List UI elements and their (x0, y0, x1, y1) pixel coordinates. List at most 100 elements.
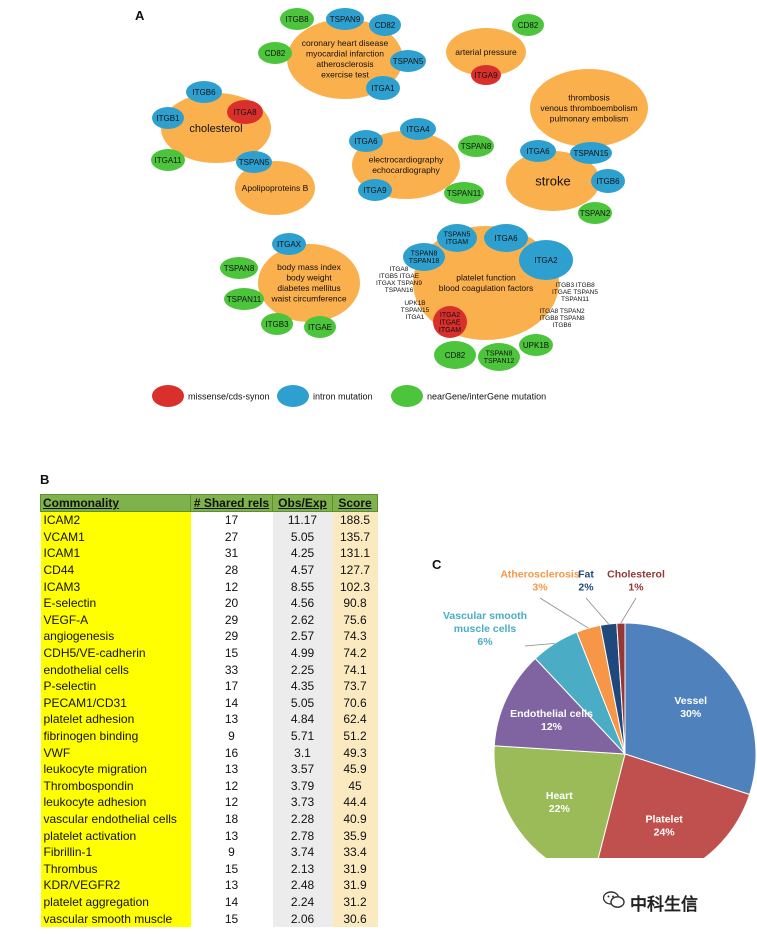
cell-commonality: KDR/VEGFR2 (40, 877, 191, 894)
cell-shared-rels: 29 (190, 628, 273, 645)
cell-score: 33.4 (332, 843, 378, 861)
cell-shared-rels: 14 (190, 893, 273, 911)
cell-score: 51.2 (332, 727, 378, 745)
cell-score: 75.6 (332, 611, 378, 629)
cell-commonality: fibrinogen binding (40, 727, 191, 745)
cell-obs-exp: 3.73 (272, 794, 333, 811)
gene-label: TSPAN8 (461, 142, 492, 151)
cell-commonality: platelet adhesion (40, 711, 191, 728)
gene-label: ITGB6 (596, 177, 620, 186)
category-pie-chart: Vessel30%Platelet24%Heart22%Endothelial … (443, 569, 757, 858)
tiny-gene-label: ITGB3 ITGB8 (555, 282, 595, 289)
cell-obs-exp: 2.57 (272, 628, 333, 645)
pie-category-label: Platelet (645, 814, 683, 826)
pie-category-label: Heart (546, 790, 573, 802)
disease-label: pulmonary embolism (550, 113, 628, 123)
gene-label: ITGA8 (233, 108, 257, 117)
cell-shared-rels: 27 (190, 528, 273, 546)
gene-node (304, 316, 336, 338)
cell-commonality: vascular smooth muscle (40, 910, 191, 927)
tiny-gene-label: ITGB5 ITGAE (379, 273, 420, 280)
gene-label: ITGB8 (285, 15, 309, 24)
cell-score: 127.7 (332, 561, 378, 579)
watermark-text: 中科生信 (630, 895, 698, 914)
gene-label: ITGB6 (192, 88, 216, 97)
tiny-gene-label: ITGA8 (390, 266, 409, 273)
disease-label: thrombosis (568, 92, 610, 102)
cell-shared-rels: 33 (190, 661, 273, 678)
cell-score: 74.1 (332, 661, 378, 678)
disease-label: myocardial infarction (306, 49, 384, 59)
panel-label-c: C (432, 557, 442, 572)
gene-label: ITGA9 (474, 71, 498, 80)
cell-commonality: Thrombospondin (40, 777, 191, 795)
pie-category-label: Vascular smooth (443, 610, 527, 622)
cell-obs-exp: 4.25 (272, 545, 333, 562)
disease-label: body weight (286, 273, 332, 283)
pie-percent-label: 24% (654, 827, 676, 839)
cell-obs-exp: 3.79 (272, 777, 333, 795)
gene-node (261, 313, 293, 335)
tiny-gene-label: TSPAN11 (561, 296, 589, 303)
pie-category-label: Endothelial cells (510, 708, 593, 720)
gene-label: TSPAN8 (486, 351, 513, 358)
pie-slice-endothelial-cells (493, 657, 627, 755)
gene-node (258, 42, 292, 64)
gene-node (366, 76, 400, 100)
gene-node (458, 135, 494, 157)
cell-shared-rels: 13 (190, 827, 273, 844)
cell-shared-rels: 12 (190, 578, 273, 595)
cell-score: 35.9 (332, 827, 378, 844)
gene-label: ITGAM (439, 327, 461, 334)
gene-node (349, 130, 383, 152)
cell-score: 49.3 (332, 744, 378, 761)
cell-obs-exp: 2.25 (272, 661, 333, 678)
pie-slice-platelet (597, 753, 751, 858)
tiny-gene-label: TSPAN15 (401, 307, 430, 314)
pie-slice-heart (493, 745, 626, 858)
gene-label: ITGAE (439, 319, 460, 326)
cell-obs-exp: 2.28 (272, 810, 333, 828)
cell-obs-exp: 3.74 (272, 843, 333, 861)
gene-label: TSPAN12 (484, 358, 515, 365)
cell-shared-rels: 29 (190, 611, 273, 629)
cell-shared-rels: 16 (190, 744, 273, 761)
gene-node (369, 14, 401, 36)
tiny-gene-label: ITGAX TSPAN9 (376, 280, 422, 287)
cell-commonality: leukocyte migration (40, 760, 191, 778)
gene-node (326, 8, 364, 30)
cell-score: 45.9 (332, 760, 378, 778)
gene-node (478, 343, 520, 371)
commonality-table: Commonality # Shared rels Obs/Exp Score … (40, 494, 378, 927)
header-score: Score (332, 494, 378, 512)
pie-slice-vessel (624, 622, 757, 796)
gene-node (519, 240, 573, 280)
gene-label: TSPAN11 (227, 295, 262, 304)
table-header-row: Commonality # Shared rels Obs/Exp Score (40, 494, 378, 512)
pie-leader-line (585, 597, 609, 625)
cell-commonality: Thrombus (40, 860, 191, 878)
cell-shared-rels: 9 (190, 843, 273, 861)
cell-obs-exp: 2.62 (272, 611, 333, 629)
gene-node (220, 257, 258, 279)
disease-label: venous thromboembolism (540, 103, 637, 113)
gene-label: ITGA2 (534, 256, 558, 265)
pie-percent-label: 30% (680, 708, 702, 720)
header-shared-rels: # Shared rels (190, 494, 273, 512)
gene-label: CD82 (445, 351, 466, 360)
cell-shared-rels: 13 (190, 877, 273, 894)
cell-shared-rels: 13 (190, 760, 273, 778)
cell-commonality: ICAM2 (40, 511, 191, 529)
wechat-icon (603, 891, 625, 908)
cell-commonality: VCAM1 (40, 528, 191, 546)
